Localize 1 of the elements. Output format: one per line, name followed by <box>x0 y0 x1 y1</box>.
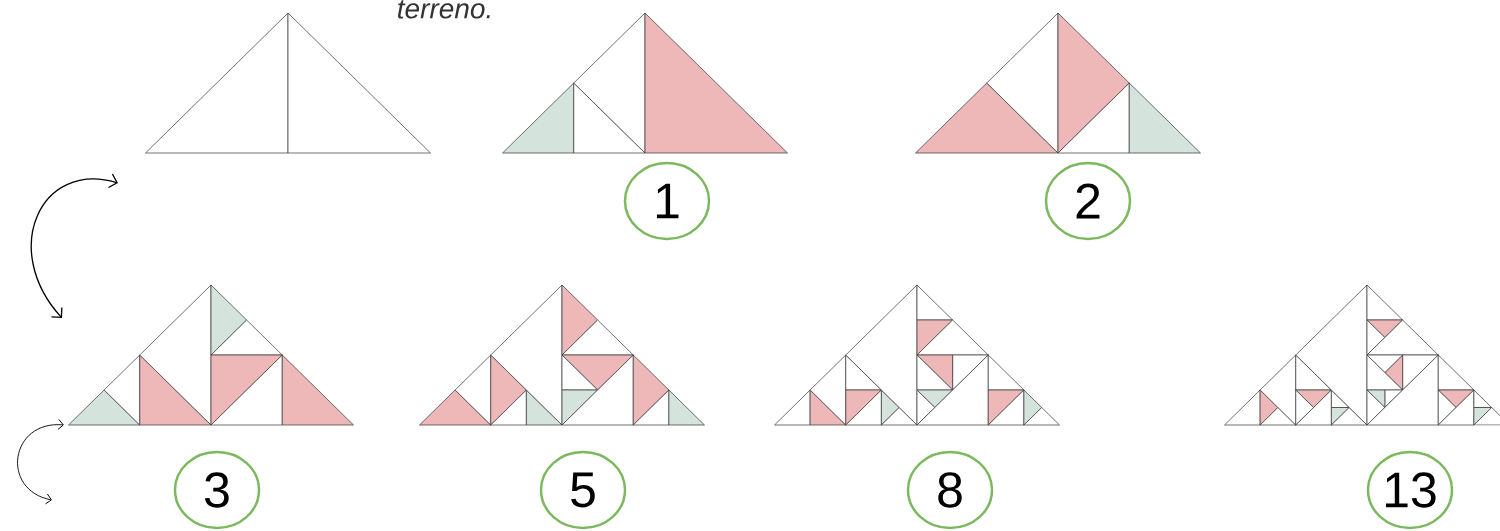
caption-text: terreno. <box>398 0 490 19</box>
